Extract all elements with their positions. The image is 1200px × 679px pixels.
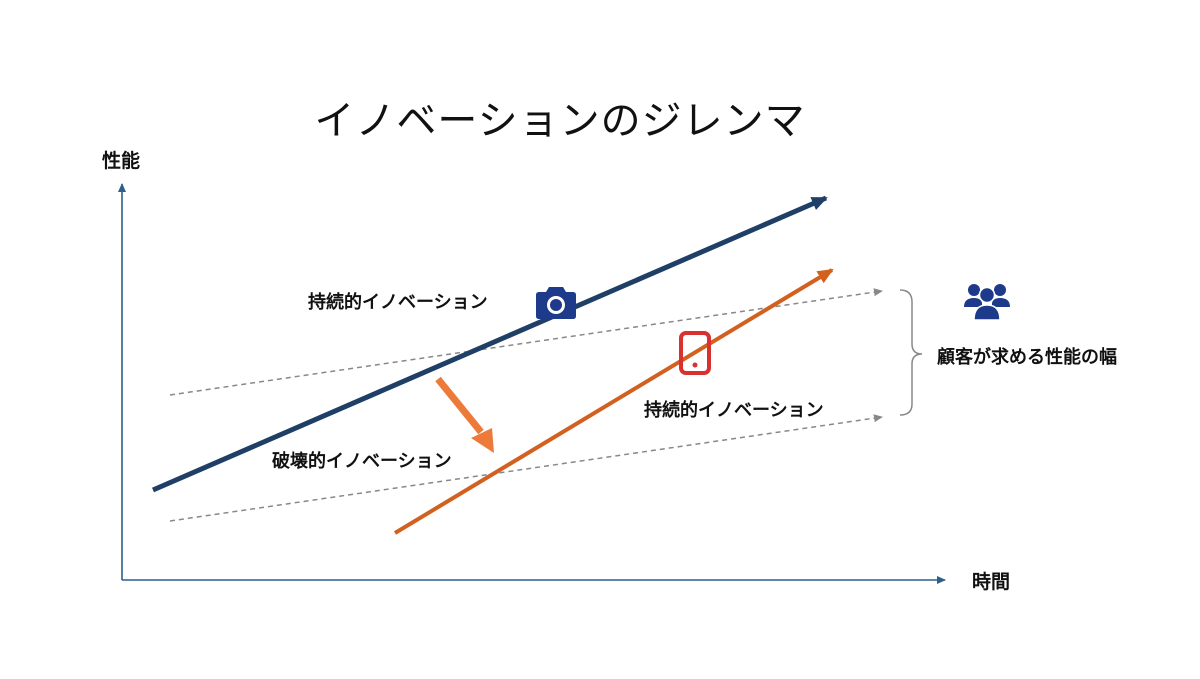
smartphone-icon	[678, 331, 712, 375]
demand-bracket	[899, 289, 923, 416]
disruptive-label: 破壊的イノベーション	[272, 451, 452, 472]
sustaining-lower-label: 持続的イノベーション	[644, 400, 824, 421]
demand-upper-line	[169, 288, 883, 396]
disruption-arrow	[435, 376, 484, 435]
demand-lower-line	[169, 414, 883, 522]
sustaining-upper-label: 持続的イノベーション	[308, 292, 488, 313]
disruption-arrow-head	[471, 428, 494, 453]
sustaining-lower-line	[393, 268, 834, 535]
users-icon	[963, 281, 1011, 321]
diagram-title: イノベーションのジレンマ	[314, 98, 806, 144]
camera-icon	[535, 284, 577, 320]
y-axis-label: 性能	[102, 150, 141, 172]
sustaining-upper-line	[152, 195, 828, 493]
x-axis-label: 時間	[972, 571, 1011, 593]
customer-demand-label: 顧客が求める性能の幅	[937, 347, 1117, 368]
